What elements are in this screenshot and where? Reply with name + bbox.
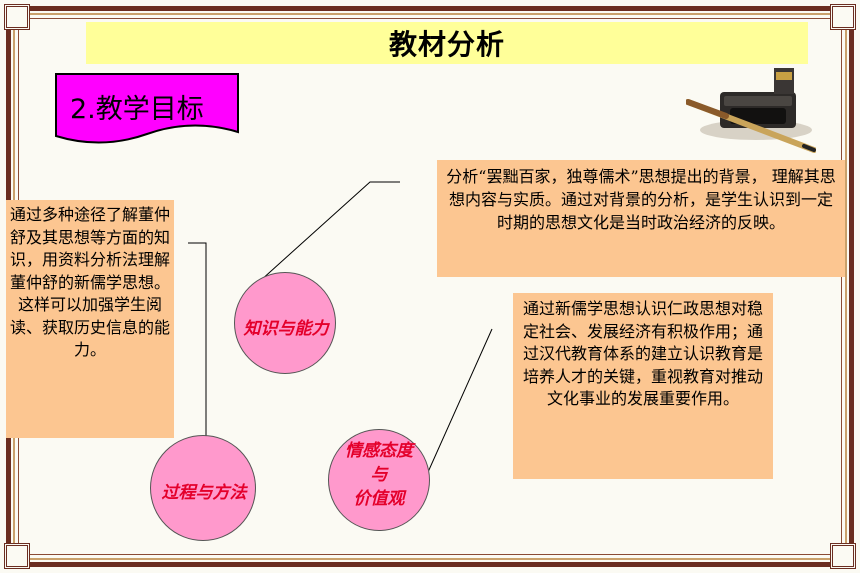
emotion-values-description-box: 通过新儒学思想认识仁政思想对稳定社会、发展经济有积极作用；通过汉代教育体系的建立… (513, 293, 773, 479)
page-title: 教材分析 (388, 28, 505, 61)
frame-corner-bottom-right (830, 543, 856, 569)
frame-corner-top-right (830, 4, 856, 30)
emotion-label-line-2: 与 (370, 465, 388, 485)
knowledge-ability-label: 知识与能力 (243, 319, 329, 339)
emotion-label-line-1: 情感态度 (345, 441, 413, 461)
objective-label: 2.教学目标 (70, 93, 204, 125)
knowledge-description-box: 通过多种途径了解董仲舒及其思想等方面的知识，用资料分析法理解董仲舒的新儒学思想。… (6, 200, 174, 438)
emotion-values-circle (328, 429, 430, 531)
process-method-circle (150, 435, 256, 541)
emotion-label-line-3: 价值观 (353, 489, 405, 509)
objective-tag (55, 73, 239, 144)
knowledge-ability-description-box: 分析“罢黜百家，独尊儒术”思想提出的背景， 理解其思想内容与实质。通过对背景的分… (437, 160, 845, 277)
knowledge-ability-circle (234, 272, 336, 374)
frame-corner-top-left (4, 4, 30, 30)
frame-corner-bottom-left (4, 543, 30, 569)
inkstone-pen-icon (686, 68, 816, 153)
process-method-label: 过程与方法 (161, 483, 247, 503)
emotion-values-label: 情感态度 与 价值观 (326, 439, 432, 511)
title-band: 教材分析 (86, 22, 808, 64)
